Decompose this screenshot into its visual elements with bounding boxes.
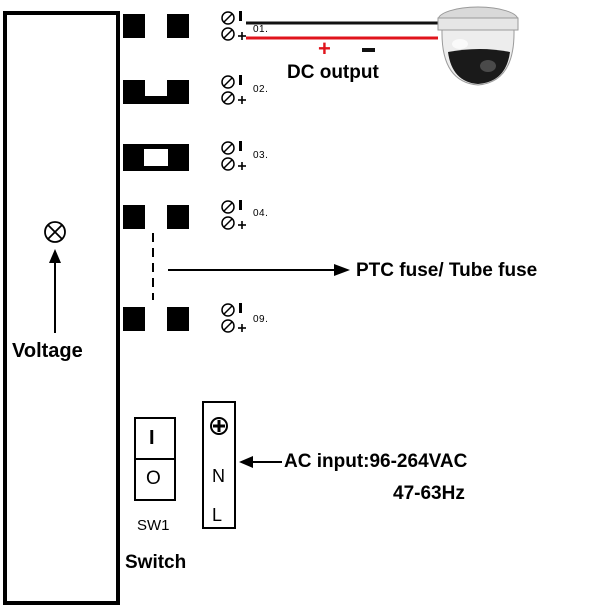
psu-panel <box>3 11 120 605</box>
fuse-block-04-right <box>167 205 189 229</box>
dc-output-label: DC output <box>287 62 379 83</box>
terminal-02 <box>221 75 246 105</box>
terminal-09 <box>221 303 246 333</box>
channel-04-label: 04. <box>253 208 269 219</box>
channel-03-label: 03. <box>253 150 269 161</box>
switch-id-label: SW1 <box>137 517 170 534</box>
fuse-block-04-left <box>123 205 145 229</box>
fuse-block-09-right <box>167 307 189 331</box>
fuse-block-09-left <box>123 307 145 331</box>
switch-name-label: Switch <box>125 552 187 573</box>
voltage-arrowhead <box>49 249 61 263</box>
neutral-label: N <box>212 466 225 486</box>
channel-02-label: 02. <box>253 84 269 95</box>
plus-sign: + <box>318 36 331 61</box>
earth-terminal-icon <box>210 417 228 435</box>
terminal-04 <box>221 200 246 230</box>
dome-camera-icon <box>437 6 519 86</box>
fuse-block-03 <box>123 144 189 171</box>
ac-arrowhead <box>239 456 253 468</box>
ac-frequency-label: 47-63Hz <box>393 483 465 504</box>
fuse-block-01-left <box>123 14 145 38</box>
switch-off-symbol: O <box>146 468 161 489</box>
line-label: L <box>212 505 223 525</box>
minus-mark <box>362 48 375 52</box>
channel-01-label: 01. <box>253 24 269 35</box>
fuse-block-01-right <box>167 14 189 38</box>
terminal-03 <box>221 141 246 171</box>
channel-09-label: 09. <box>253 314 269 325</box>
fuse-arrowhead <box>334 264 350 276</box>
switch-on-symbol: I <box>149 427 155 449</box>
fuse-block-02 <box>123 80 189 104</box>
terminal-01 <box>221 11 246 41</box>
circle-x-icon <box>44 221 66 243</box>
ac-input-label: AC input:96-264VAC <box>284 451 468 472</box>
voltage-label: Voltage <box>12 340 83 362</box>
fuse-label: PTC fuse/ Tube fuse <box>356 260 538 281</box>
